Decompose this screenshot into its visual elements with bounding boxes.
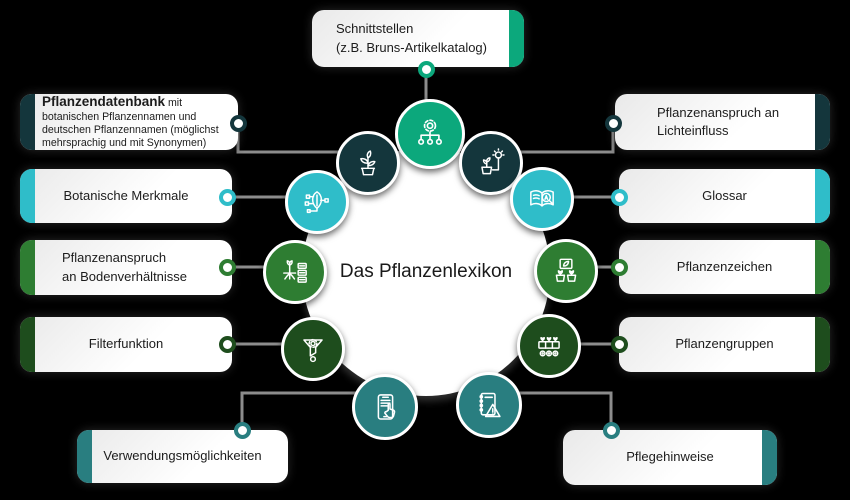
diagram-title: Das Pflanzenlexikon [339,261,513,282]
connector-dot [230,115,247,132]
connector-dot [219,259,236,276]
node-box-schnittstellen: Schnittstellen (z.B. Bruns-Artikelkatalo… [312,10,524,67]
node-label-line1: Pflanzenanspruch an [657,104,780,120]
accent-bar [20,94,35,150]
node-label-line2: Lichteinfluss [657,123,729,138]
accent-bar [20,169,35,223]
node-label: Glossar [702,187,747,203]
funnel-gear-icon [281,317,345,381]
node-label: Filterfunktion [88,336,164,352]
accent-bar [815,94,830,150]
accent-bar [509,10,524,67]
connector [486,391,613,430]
accent-bar [815,169,830,223]
connector-dot [603,422,620,439]
accent-bar [815,317,830,372]
node-label: Schnittstellen (z.B. Bruns-Artikelkatalo… [312,20,524,56]
accent-bar [20,317,35,372]
connector-dot [234,422,251,439]
node-box-filterfunktion: Filterfunktion [20,317,232,372]
care-manual-icon [456,372,522,438]
connector-dot [219,336,236,353]
connector [488,123,615,154]
accent-bar [77,430,92,483]
node-label-line1: Pflanzenanspruch [62,250,167,266]
node-label-line2: (z.B. Bruns-Artikelkatalog) [336,39,487,55]
seedling-tray-icon [517,314,581,378]
node-label: Botanische Merkmale [63,187,189,203]
node-label: Verwendungsmöglichkeiten [103,448,262,464]
potted-plant-icon [336,131,400,195]
node-label-rest: mit botanischen Pflanzennamen und deutsc… [42,97,219,149]
node-label-line1: Schnittstellen [336,21,414,37]
node-label-line2: an Bodenverhältnisse [62,268,188,284]
connector-dot [418,61,435,78]
gear-network-icon [395,99,465,169]
plant-lightbulb-icon [459,131,523,195]
node-box-glossar: Glossar [619,169,830,223]
tablet-touch-icon [352,374,418,440]
connector [240,391,382,430]
node-box-verwendungsmoeglichkeiten: Verwendungsmöglichkeiten [77,430,288,483]
node-box-pflanzenzeichen: Pflanzenzeichen [619,240,830,294]
node-label: Pflanzendatenbank mit botanischen Pflanz… [20,94,238,150]
node-box-lichteinfluss: Pflanzenanspruch an Lichteinfluss [615,94,830,150]
book-magnifier-icon [510,167,574,231]
connector-dot [611,259,628,276]
connector-dot [611,336,628,353]
node-box-pflegehinweise: Pflegehinweise [563,430,777,485]
node-label: Pflanzenanspruch an Lichteinfluss [615,104,830,140]
node-box-pflanzendatenbank: Pflanzendatenbank mit botanischen Pflanz… [20,94,238,150]
node-label: Pflanzenanspruch an Bodenverhältnisse [20,249,232,285]
connector-dot [219,189,236,206]
connector [236,123,365,154]
node-label: Pflegehinweise [626,449,714,465]
node-box-bodenverhaeltnisse: Pflanzenanspruch an Bodenverhältnisse [20,240,232,295]
leaf-data-icon [285,170,349,234]
connector-dot [605,115,622,132]
plant-sign-icon [534,239,598,303]
node-label: Pflanzengruppen [675,336,774,352]
node-box-botanische-merkmale: Botanische Merkmale [20,169,232,223]
accent-bar [762,430,777,485]
connector-group [227,69,619,430]
accent-bar [20,240,35,295]
plant-roots-icon [263,240,327,304]
accent-bar [815,240,830,294]
node-box-pflanzengruppen: Pflanzengruppen [619,317,830,372]
node-label-lead: Pflanzendatenbank [42,94,166,110]
connector-dot [611,189,628,206]
node-label: Pflanzenzeichen [676,258,773,274]
